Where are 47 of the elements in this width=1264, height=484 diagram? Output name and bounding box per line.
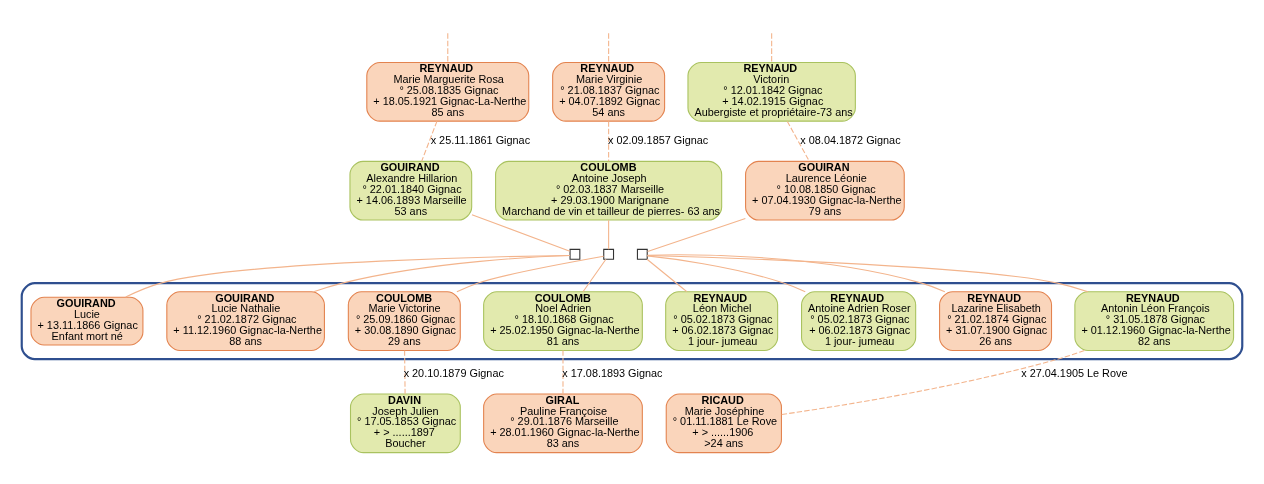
connector (421, 120, 438, 162)
connector (781, 349, 1085, 415)
node-box (636, 248, 648, 260)
node-box: REYNAUD Antoine Adrien Roser ° 05.02.1873 Gignac + 06.02.1873 Gignac 1 jour- jumeau (801, 290, 917, 351)
node-box: REYNAUD Marie Marguerite Rosa ° 25.08.1835 Gignac + 18.05.1921 Gignac-La-Nerthe 85 ans (366, 61, 530, 122)
edge-label: x 20.10.1879 Gignac (403, 366, 504, 379)
connector (608, 32, 610, 63)
node-box (569, 248, 581, 260)
node-box: REYNAUD Léon Michel ° 05.02.1873 Gignac + 06.02.1873 Gignac 1 jour- jumeau (665, 290, 779, 351)
edge-label: x 08.04.1872 Gignac (800, 133, 901, 146)
connector (647, 217, 746, 252)
node-box: COULOMB Noel Adrien ° 18.10.1868 Gignac + 25.02.1950 Gignac-la-Nerthe 81 ans (483, 290, 643, 351)
node-box: GOUIRAND Lucie + 13.11.1866 Gignac Enfant mort né (30, 296, 144, 346)
connector (646, 253, 946, 292)
connector (608, 219, 610, 250)
connector (646, 254, 1089, 292)
edge-label: x 25.11.1861 Gignac (430, 133, 531, 146)
node-box: REYNAUD Marie Virginie ° 21.08.1837 Gignac + 04.07.1892 Gignac 54 ans (552, 61, 666, 122)
connector (608, 120, 610, 162)
node-box: COULOMB Antoine Joseph ° 02.03.1837 Marseille + 29.03.1900 Marignane Marchand de vin et tailleur de pierres- 63 ans (495, 160, 723, 221)
node-box: DAVIN Joseph Julien ° 17.05.1853 Gignac + > ......1897 Boucher (349, 392, 461, 453)
connector (404, 349, 406, 394)
connector (582, 258, 607, 292)
node-box: REYNAUD Antonin Léon François ° 31.05.1878 Gignac + 01.12.1960 Gignac-la-Nerthe 82 ans (1074, 290, 1235, 351)
node-box: COULOMB Marie Victorine ° 25.09.1860 Gignac + 30.08.1890 Gignac 29 ans (347, 290, 461, 351)
connector (313, 254, 571, 292)
connector (471, 213, 571, 252)
connector (456, 255, 605, 292)
connector (562, 349, 564, 394)
node-box (603, 248, 615, 260)
node-box: GOUIRAND Alexandre Hillarion ° 22.01.1840 Gignac + 14.06.1893 Marseille 53 ans (349, 160, 473, 221)
node-box: GIRAL Pauline Françoise ° 29.01.1876 Marseille + 28.01.1960 Gignac-la-Nerthe 83 ans (483, 392, 643, 453)
connector (125, 254, 571, 298)
edge-label: x 27.04.1905 Le Rove (1021, 366, 1128, 379)
node-box: GOUIRAND Lucie Nathalie ° 21.02.1872 Gignac + 11.12.1960 Gignac-la-Nerthe 88 ans (166, 290, 325, 351)
node-box: RICAUD Marie Joséphine ° 01.11.1881 Le Rove + > ......1906 >24 ans (665, 392, 782, 453)
edge-label: x 17.08.1893 Gignac (562, 366, 663, 379)
connector (646, 254, 806, 292)
connector (447, 32, 449, 63)
edge-label: x 02.09.1857 Gignac (607, 133, 709, 146)
connector (646, 258, 688, 292)
cluster (20, 281, 1244, 360)
node-box: GOUIRAN Laurence Léonie ° 10.08.1850 Gignac + 07.04.1930 Gignac-la-Nerthe 79 ans (745, 160, 905, 221)
node-box: REYNAUD Victorin ° 12.01.1842 Gignac + 14.02.1915 Gignac Aubergiste et propriétaire-73 ans (687, 61, 856, 122)
connector (786, 120, 810, 162)
connector (771, 32, 773, 63)
node-box: REYNAUD Lazarine Elisabeth ° 21.02.1874 Gignac + 31.07.1900 Gignac 26 ans (939, 290, 1053, 351)
